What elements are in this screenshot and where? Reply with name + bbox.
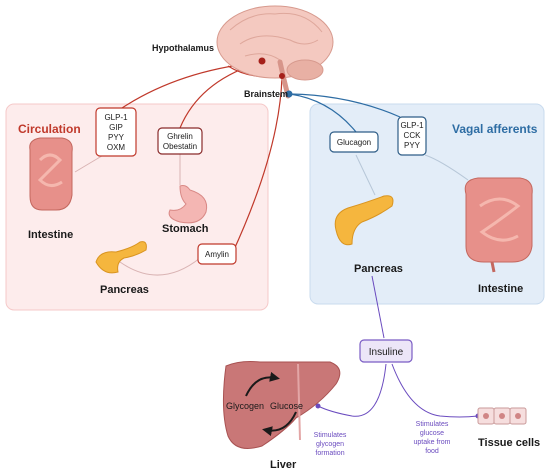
gut-hormone-3: PYY <box>108 133 125 142</box>
insuline-to-tissue-path <box>391 363 479 418</box>
vagal-pathways <box>289 93 401 133</box>
liver-target-node <box>315 403 321 409</box>
intestine-to-vagal-box-line <box>424 154 469 181</box>
pancreas-to-insuline-line <box>371 275 385 339</box>
gut-hormone-1: GLP-1 <box>104 113 128 122</box>
brainstem-label: Brainstem <box>244 89 288 99</box>
brainstem-node-red <box>279 73 285 79</box>
glycogen-formation-line-1: Stimulates <box>314 432 347 439</box>
glucagon-box <box>329 131 379 153</box>
glucose-uptake-line-3: uptake from <box>414 439 451 446</box>
insuline-box <box>359 339 413 363</box>
brainstem-node-blue <box>285 90 293 98</box>
intestine-right-label: Intestine <box>478 283 523 295</box>
insulin-pathways <box>317 275 479 418</box>
liver-label: Liver <box>270 459 297 471</box>
pancreas-left-label: Pancreas <box>100 284 149 296</box>
gut-hormone-4: OXM <box>107 143 126 152</box>
vagal-hormones-to-brainstem-path <box>289 93 401 118</box>
glucose-uptake-line-4: food <box>425 448 439 455</box>
stomach-hormones-box <box>157 127 203 155</box>
glucagon-label: Glucagon <box>337 138 371 147</box>
vagal-hormones-box <box>397 116 427 156</box>
vagal-hormone-3: PYY <box>404 141 421 150</box>
intestine-left-illustration <box>29 137 73 211</box>
stomach-hormone-2: Obestatin <box>163 142 197 151</box>
circulation-title: Circulation <box>18 122 81 136</box>
amylin-label: Amylin <box>205 250 229 259</box>
vagal-afferents-title: Vagal afferents <box>452 122 538 136</box>
glucose-uptake-line-2: glucose <box>420 430 444 437</box>
pancreas-right-illustration <box>334 195 394 246</box>
tissue-cells-illustration <box>477 407 527 425</box>
amylin-to-brainstem-path <box>231 75 283 255</box>
pancreas-to-glucagon-line <box>355 154 376 196</box>
faint-connectors-blue <box>355 154 469 196</box>
brain-illustration <box>216 5 334 99</box>
stomach-illustration <box>168 185 208 224</box>
vagal-hormone-2: CCK <box>404 131 422 140</box>
glycogen-formation-line-2: glycogen <box>316 441 344 448</box>
glycogen-label: Glycogen <box>226 401 264 411</box>
insuline-to-liver-path <box>317 363 387 417</box>
hypothalamus-label: Hypothalamus <box>152 43 214 53</box>
glycogen-glucose-cycle <box>245 371 297 437</box>
circulation-gut-hormones-box <box>95 107 137 157</box>
liver-illustration <box>222 361 341 449</box>
glucose-uptake-line-1: Stimulates <box>416 421 449 428</box>
hypothalamus-node <box>258 57 266 65</box>
tissue-cells-label: Tissue cells <box>478 437 540 449</box>
intestine-right-illustration <box>464 177 533 273</box>
glycogen-formation-line-3: formation <box>315 450 344 457</box>
amylin-box <box>197 243 237 265</box>
glucose-label: Glucose <box>270 401 303 411</box>
intestine-left-label: Intestine <box>28 229 73 241</box>
glucagon-to-brainstem-path <box>289 93 357 133</box>
pancreas-to-amylin-line <box>119 257 201 276</box>
insuline-label: Insuline <box>369 347 404 358</box>
pancreas-right-label: Pancreas <box>354 263 403 275</box>
stomach-hormone-1: Ghrelin <box>167 132 193 141</box>
gut-hormone-2: GIP <box>109 123 123 132</box>
stomach-label: Stomach <box>162 223 209 235</box>
vagal-hormone-1: GLP-1 <box>400 121 424 130</box>
pancreas-left-illustration <box>95 241 147 274</box>
